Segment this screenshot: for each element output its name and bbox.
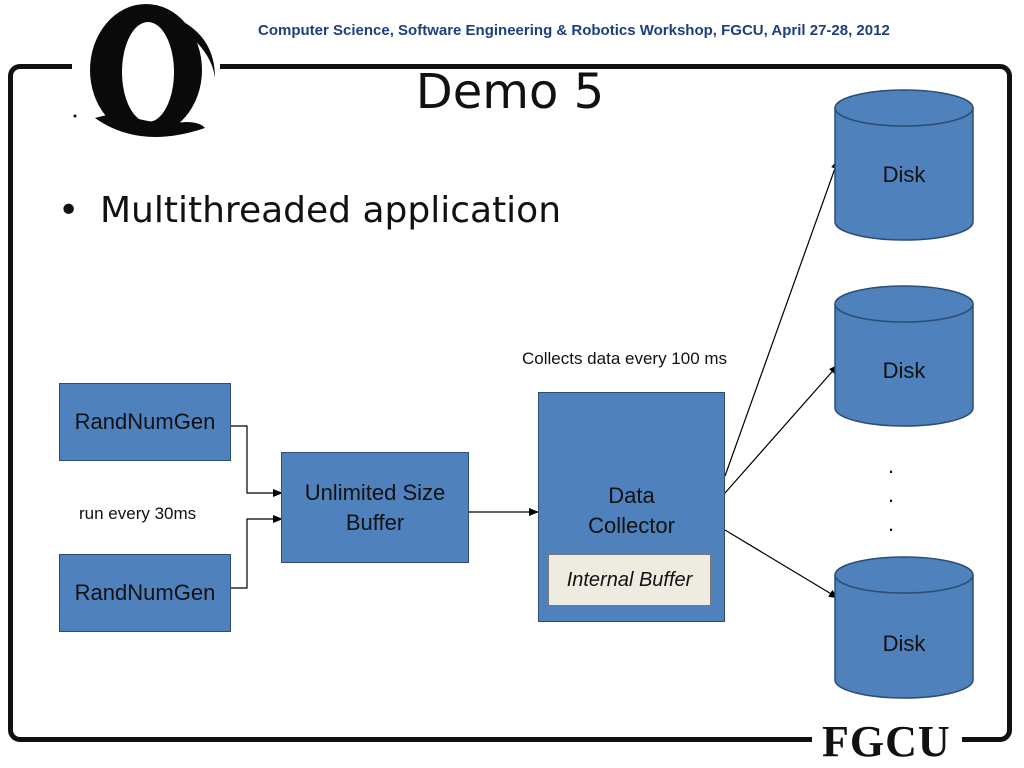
rand-num-gen-bottom: RandNumGen xyxy=(59,554,231,632)
workshop-header: Computer Science, Software Engineering &… xyxy=(258,22,890,39)
disk-3-label: Disk xyxy=(882,631,926,656)
unlimited-buffer-label: Unlimited Size Buffer xyxy=(304,479,446,535)
collector-frequency-note: Collects data every 100 ms xyxy=(522,349,728,368)
ellipsis-dot-2: . xyxy=(888,482,895,507)
slide-frame xyxy=(8,64,1012,742)
bullet-text: Multithreaded application xyxy=(100,190,562,231)
connector-collector-to-disk-2 xyxy=(724,364,839,494)
rand-num-gen-top-label: RandNumGen xyxy=(74,409,216,435)
ellipsis-dot-1: . xyxy=(888,453,895,478)
connector-rng-top-to-buffer xyxy=(230,425,283,497)
disk-3-shape xyxy=(834,556,974,699)
rand-num-gen-top: RandNumGen xyxy=(59,383,231,461)
rng-frequency-note: run every 30ms xyxy=(79,504,197,523)
internal-buffer-box: Internal Buffer xyxy=(548,554,711,606)
disk-1-label: Disk xyxy=(882,162,926,187)
connector-collector-to-disk-1 xyxy=(724,159,839,477)
rand-num-gen-bottom-label: RandNumGen xyxy=(74,580,216,606)
disk-1-shape xyxy=(834,89,974,241)
internal-buffer-label: Internal Buffer xyxy=(566,568,693,591)
bullet-dot-icon: • xyxy=(58,190,80,231)
fgcu-logo: FGCU xyxy=(822,717,951,766)
bullet-item: • Multithreaded application xyxy=(58,190,561,231)
ellipsis-dot-3: . xyxy=(888,511,895,536)
disk-2-label: Disk xyxy=(882,358,926,383)
connector-collector-to-disk-3 xyxy=(724,529,839,599)
data-collector-label: Data Collector xyxy=(588,483,675,538)
unlimited-buffer-box: Unlimited Size Buffer xyxy=(281,452,469,563)
disk-2-shape xyxy=(834,285,974,427)
page-title: Demo 5 xyxy=(415,64,605,120)
connector-rng-bottom-to-buffer xyxy=(230,515,283,589)
